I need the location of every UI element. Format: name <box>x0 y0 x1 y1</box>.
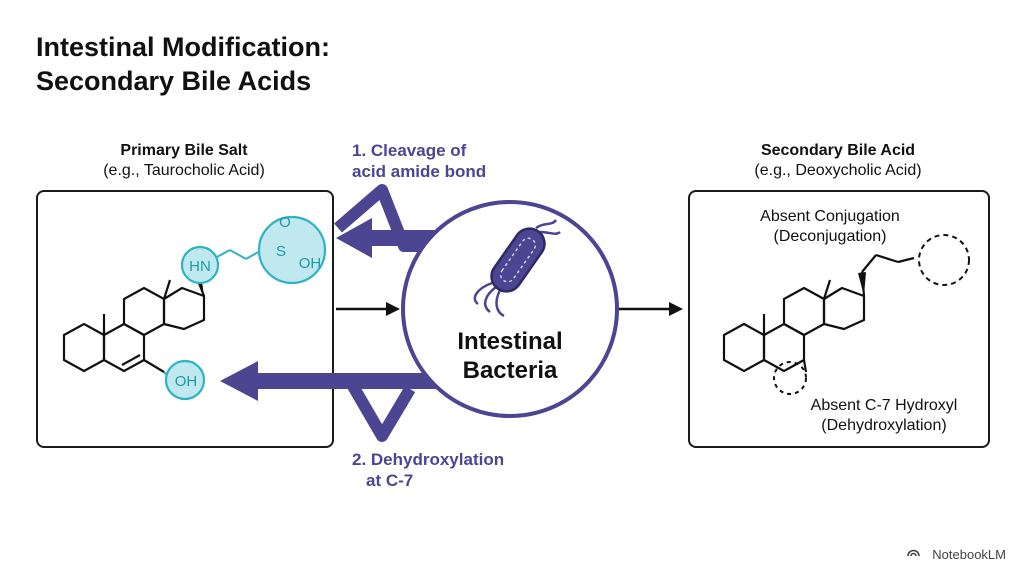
primary-bile-salt-example: (e.g., Taurocholic Acid) <box>103 162 265 179</box>
arrow-to-bacteria <box>336 302 400 316</box>
side-chain-wedge-right <box>858 272 866 296</box>
absent-conjugation-annotation: Absent Conjugation (Deconjugation) <box>740 207 920 247</box>
absent-hydroxyl-annotation: Absent C-7 Hydroxyl (Dehydroxylation) <box>786 396 982 436</box>
absent-hydroxyl-circle <box>773 361 807 395</box>
hn-atom-label: HN <box>189 258 211 275</box>
intestinal-bacteria-circle <box>401 200 619 418</box>
intestinal-bacteria-line-2: Bacteria <box>462 357 558 384</box>
step-1-line-2: acid amide bond <box>352 162 487 181</box>
title-line-1: Intestinal Modification: <box>36 32 330 62</box>
secondary-bile-acid-title: Secondary Bile Acid <box>760 142 916 159</box>
secondary-bile-acid-box <box>688 190 990 448</box>
secondary-bile-acid-heading: Secondary Bile Acid (e.g., Deoxycholic A… <box>688 141 988 181</box>
secondary-bile-acid-example: (e.g., Deoxycholic Acid) <box>754 162 922 179</box>
oh-highlight-circle <box>164 359 206 401</box>
absent-conjugation-circle <box>918 234 970 286</box>
absent-hydroxyl-line-1: Absent C-7 Hydroxyl <box>810 397 958 414</box>
o-atom-label: O <box>279 214 291 231</box>
primary-bile-salt-title: Primary Bile Salt <box>120 142 248 159</box>
absent-conjugation-line-2: (Deconjugation) <box>773 228 887 245</box>
c7-oh-label: OH <box>175 373 198 390</box>
hn-highlight-circle <box>180 245 220 285</box>
title-line-2: Secondary Bile Acids <box>36 66 312 96</box>
step-2-line-2: at C-7 <box>366 471 414 490</box>
step-1-line-1: 1. Cleavage of <box>352 141 467 160</box>
arrow-to-secondary <box>616 302 683 316</box>
c7-bond <box>143 359 165 373</box>
sulfonate-highlight-circle <box>257 215 327 285</box>
primary-bile-salt-heading: Primary Bile Salt (e.g., Taurocholic Aci… <box>36 141 332 181</box>
footer-brand-text: NotebookLM <box>932 547 1006 562</box>
notebooklm-footer: NotebookLM <box>913 547 1006 562</box>
step-2-label: 2. Dehydroxylation at C-7 <box>352 449 504 491</box>
bacterium-icon <box>473 219 561 318</box>
dehydroxylation-arrow <box>220 361 440 442</box>
intestinal-bacteria-label: Intestinal Bacteria <box>430 327 590 385</box>
s-atom-label: S <box>276 243 286 260</box>
step-1-label: 1. Cleavage of acid amide bond <box>352 140 486 182</box>
sulfonate-oh-label: OH <box>299 255 322 272</box>
intestinal-bacteria-line-1: Intestinal <box>457 328 563 355</box>
page-title: Intestinal Modification: Secondary Bile … <box>36 30 330 98</box>
absent-conjugation-line-1: Absent Conjugation <box>760 208 900 225</box>
absent-hydroxyl-line-2: (Dehydroxylation) <box>821 417 947 434</box>
secondary-bile-acid-structure <box>722 253 915 373</box>
notebooklm-logo-icon <box>907 549 920 557</box>
step-2-line-1: 2. Dehydroxylation <box>352 450 505 469</box>
primary-bile-salt-structure <box>62 274 206 373</box>
